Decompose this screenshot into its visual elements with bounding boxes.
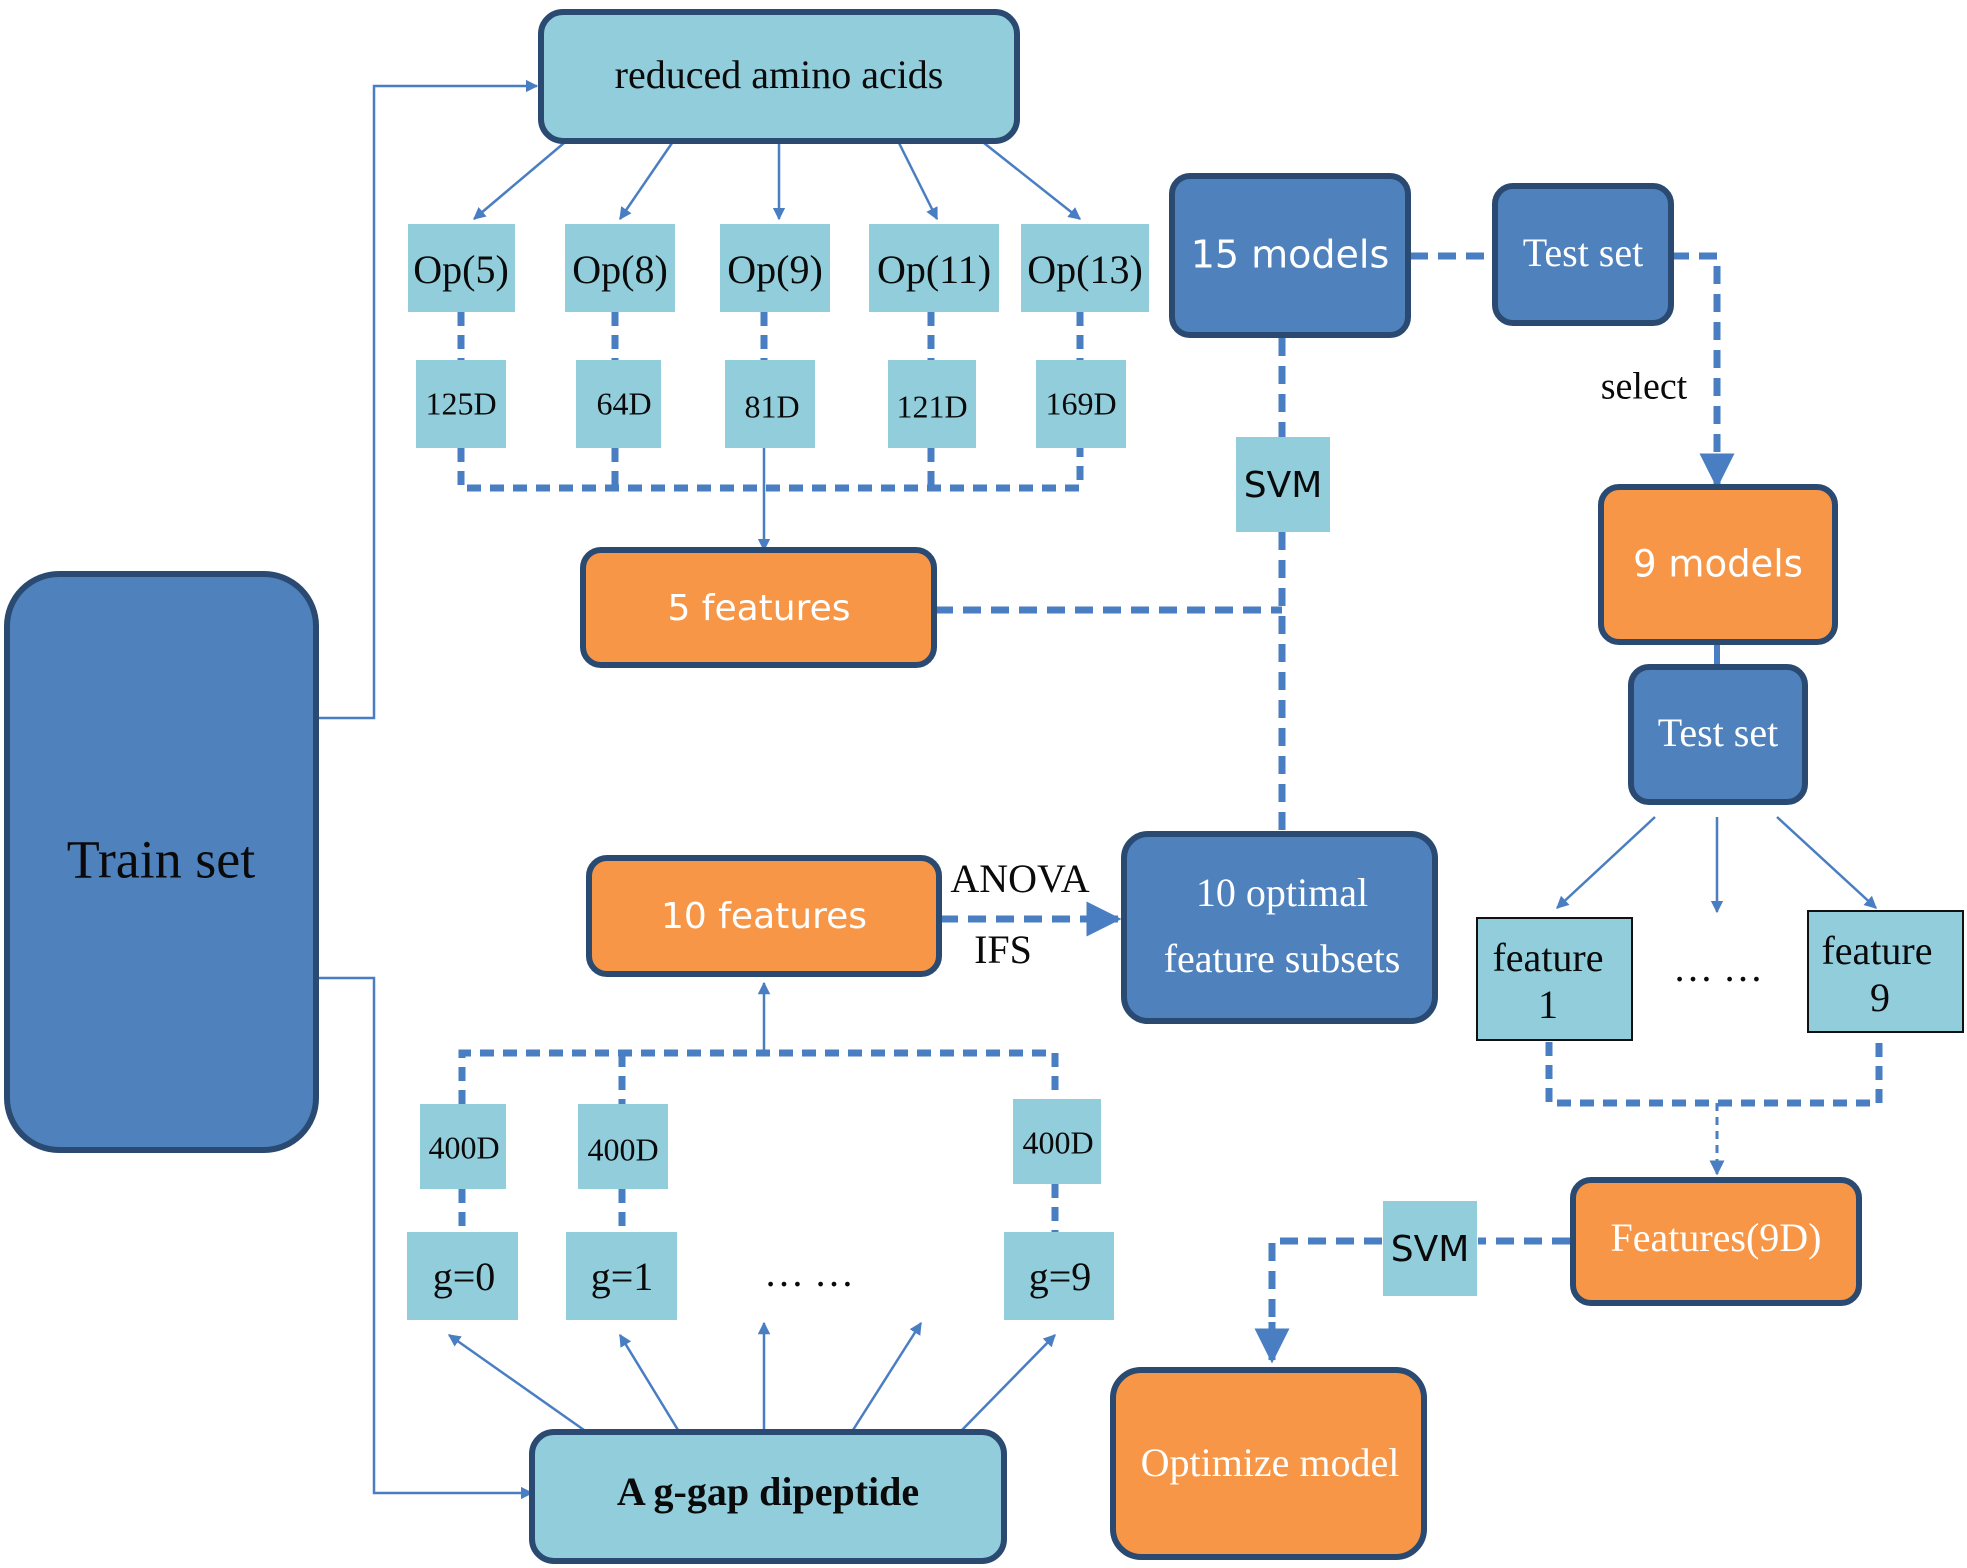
op9-label: Op(9) — [727, 247, 823, 292]
reduced-to-op13-arrow — [983, 142, 1081, 220]
125d-label: 125D — [425, 385, 496, 421]
op11-node: Op(11) — [869, 224, 999, 312]
g9-node: g=9 — [1004, 1232, 1114, 1320]
op8-label: Op(8) — [572, 247, 668, 292]
features-9d-node: Features(9D) — [1570, 1177, 1862, 1306]
g9-label: g=9 — [1029, 1254, 1092, 1299]
5-features-node: 5 features — [580, 547, 937, 668]
ifs-label: IFS — [974, 927, 1032, 972]
testset-to-9models-dash — [1671, 252, 1721, 477]
reduced-amino-acids-node: reduced amino acids — [538, 9, 1020, 144]
g1-node: g=1 — [566, 1232, 677, 1320]
feature-9-label-line1: feature — [1821, 928, 1932, 973]
test-set-right-label: Test set — [1658, 710, 1779, 755]
9-models-node: 9 models — [1598, 484, 1838, 645]
test-set-top-node: Test set — [1492, 183, 1674, 326]
optimize-model-node: Optimize model — [1110, 1367, 1427, 1560]
g-dots: … … — [764, 1250, 854, 1295]
feature-1-label-line1: feature — [1492, 935, 1603, 980]
400d-g9-node: 400D — [1013, 1099, 1101, 1184]
connector-lines — [318, 79, 1883, 1500]
125d-node: 125D — [416, 360, 506, 448]
svm-mid-node: SVM — [1236, 437, 1330, 532]
10-features-label: 10 features — [661, 896, 867, 937]
optimize-model-label: Optimize model — [1141, 1440, 1400, 1485]
op11-label: Op(11) — [877, 247, 991, 292]
svm-to-optimize-dash — [1268, 1237, 1382, 1340]
reduced-amino-acids-label: reduced amino acids — [615, 52, 944, 97]
400d-g1-node: 400D — [578, 1104, 668, 1189]
10-optimal-feature-subsets-node: 10 optimal feature subsets — [1121, 831, 1438, 1024]
svm-bottom-node: SVM — [1383, 1201, 1477, 1296]
reduced-to-op5-arrow — [473, 142, 565, 220]
15-models-label: 15 models — [1191, 233, 1390, 277]
400d-g0-label: 400D — [428, 1129, 499, 1165]
svm-mid-label: SVM — [1244, 465, 1323, 506]
81d-node: 81D — [725, 360, 815, 448]
op13-node: Op(13) — [1021, 224, 1149, 312]
64d-node: 64D — [576, 360, 661, 448]
400d-g9-label: 400D — [1022, 1124, 1093, 1160]
ggap-to-dots2-arrow — [851, 1321, 923, 1431]
train-set-node: Train set — [4, 571, 319, 1153]
reduced-to-op8-arrow — [618, 142, 674, 221]
feature-1-node: feature 1 — [1476, 917, 1633, 1041]
select-label: select — [1601, 366, 1688, 408]
feature-dots: … … — [1673, 945, 1763, 990]
reduced-to-op11-arrow — [897, 142, 939, 221]
op5-label: Op(5) — [413, 247, 509, 292]
5-features-label: 5 features — [667, 588, 850, 629]
g0-node: g=0 — [407, 1232, 518, 1320]
15-models-node: 15 models — [1169, 173, 1411, 338]
400d-g1-label: 400D — [587, 1131, 658, 1167]
features-merge-dash — [1545, 1042, 1883, 1107]
op5-node: Op(5) — [408, 224, 515, 312]
svm-bottom-label: SVM — [1391, 1229, 1470, 1270]
testset-to-feature9-arrow — [1776, 816, 1877, 909]
81d-label: 81D — [744, 388, 799, 424]
test-set-top-label: Test set — [1523, 230, 1644, 275]
g1-label: g=1 — [591, 1254, 654, 1299]
testset-to-feature1-arrow — [1556, 816, 1656, 909]
ggap-to-g1-arrow — [618, 1333, 680, 1431]
features-9d-label: Features(9D) — [1610, 1215, 1821, 1260]
ggap-to-g9-arrow — [961, 1334, 1056, 1431]
g0-label: g=0 — [433, 1254, 496, 1299]
10-features-node: 10 features — [586, 855, 942, 977]
ggap-to-g0-arrow — [447, 1333, 585, 1432]
optimal-label-line2: feature subsets — [1164, 936, 1401, 981]
400d-g0-node: 400D — [420, 1104, 506, 1189]
train-to-reduced-arrow — [318, 79, 539, 720]
feature-9-node: feature 9 — [1807, 910, 1964, 1033]
op9-node: Op(9) — [720, 224, 830, 312]
feature-9-label-line2: 9 — [1870, 975, 1890, 1020]
169d-label: 169D — [1045, 385, 1116, 421]
400d-merge-dash — [458, 1049, 1059, 1104]
64d-label: 64D — [596, 385, 651, 421]
train-set-label: Train set — [67, 829, 256, 889]
d-merge-dash — [457, 448, 1084, 492]
test-set-right-node: Test set — [1628, 664, 1808, 805]
g-gap-dipeptide-node: A g-gap dipeptide — [529, 1429, 1007, 1564]
op8-node: Op(8) — [565, 224, 675, 312]
op13-label: Op(13) — [1027, 247, 1143, 292]
anova-label: ANOVA — [950, 856, 1089, 901]
optimal-label-line1: 10 optimal — [1196, 870, 1368, 915]
g-gap-dipeptide-label: A g-gap dipeptide — [617, 1469, 919, 1514]
121d-node: 121D — [888, 360, 976, 448]
feature-1-label-line2: 1 — [1538, 982, 1558, 1027]
169d-node: 169D — [1036, 360, 1126, 448]
121d-label: 121D — [896, 388, 967, 424]
9-models-label: 9 models — [1633, 543, 1803, 586]
train-to-ggap-arrow — [318, 976, 534, 1500]
